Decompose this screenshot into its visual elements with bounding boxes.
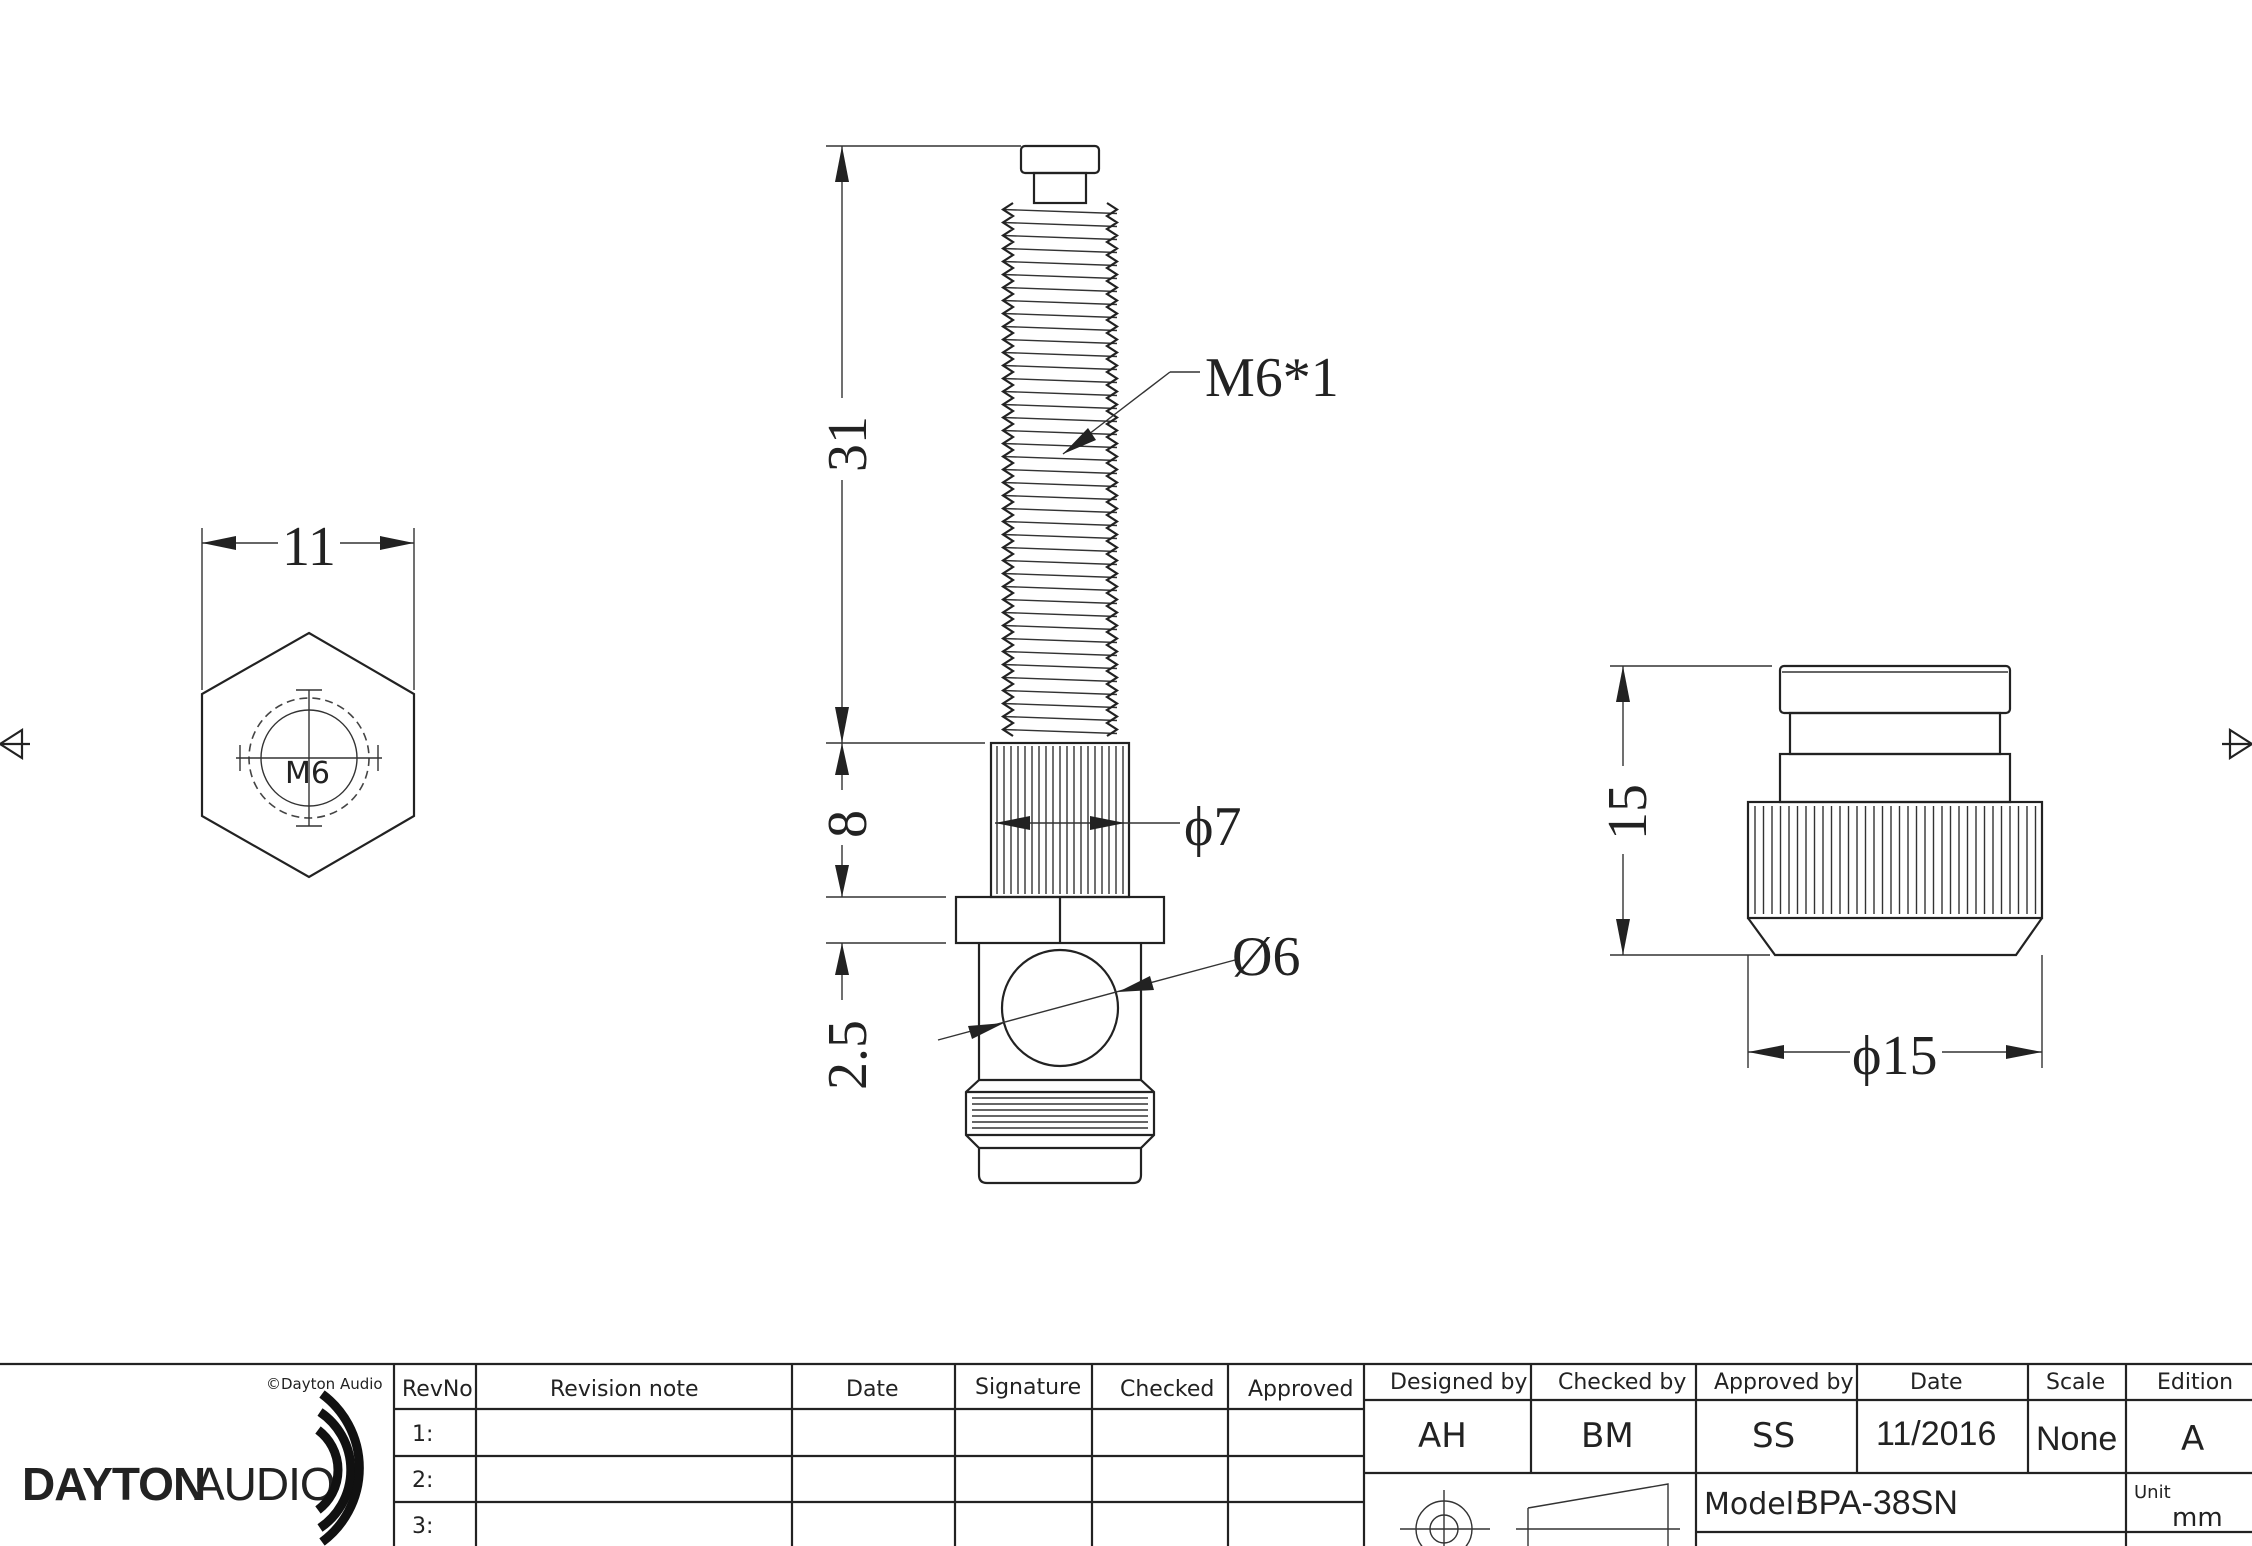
rev-number-3: 3: <box>412 1514 433 1539</box>
unit-value: mm <box>2172 1503 2223 1533</box>
approval-header-date: Date <box>1910 1370 1963 1395</box>
right-edge-marker <box>2222 727 2252 761</box>
knurl-length-dimension: 8 <box>817 810 879 838</box>
approval-header-edition: Edition <box>2157 1370 2233 1395</box>
approved-by-value: SS <box>1752 1416 1795 1456</box>
rev-header-revno: RevNo <box>402 1377 473 1402</box>
projection-symbol-icon <box>1400 1483 1680 1546</box>
thread-length-dimension: 31 <box>817 416 879 472</box>
checked-by-value: BM <box>1581 1416 1634 1456</box>
edition-value: A <box>2181 1419 2204 1459</box>
rev-header-approved: Approved <box>1248 1377 1354 1402</box>
approval-table: Designed by Checked by Approved by Date … <box>1364 1364 2252 1546</box>
scale-value: None <box>2036 1420 2117 1458</box>
copyright-label: ©Dayton Audio <box>266 1375 383 1393</box>
cap-view: 15 ϕ15 <box>1597 664 2044 1087</box>
approval-header-scale: Scale <box>2046 1370 2105 1395</box>
left-edge-marker <box>0 727 30 761</box>
approval-header-designed: Designed by <box>1390 1370 1527 1395</box>
model-label: Model: <box>1704 1487 1804 1522</box>
gap-dimension: 2.5 <box>817 1020 879 1090</box>
title-block: ©Dayton Audio DAYTON AUDIO RevNo Revisio… <box>0 1362 2252 1546</box>
rev-number-1: 1: <box>412 1422 433 1447</box>
designed-by-value: AH <box>1418 1416 1467 1456</box>
main-side-view: 31 8 2.5 M6*1 ϕ7 Ø6 <box>817 144 1339 1185</box>
logo-bold-text: DAYTON <box>22 1458 205 1510</box>
thread-spec-label: M6*1 <box>1205 347 1339 409</box>
lower-thread <box>972 1097 1148 1129</box>
approval-header-checked: Checked by <box>1558 1370 1686 1395</box>
cap-diameter-dimension: ϕ15 <box>1852 1025 1937 1087</box>
cap-height-dimension: 15 <box>1597 784 1659 840</box>
rev-header-date: Date <box>846 1377 899 1402</box>
date-value: 11/2016 <box>1876 1415 1996 1453</box>
hex-end-view: M6 11 <box>200 516 416 879</box>
hole-diameter-dimension: Ø6 <box>1232 926 1300 988</box>
thread-section <box>1000 202 1120 737</box>
rev-header-checked: Checked <box>1120 1377 1214 1402</box>
rev-number-2: 2: <box>412 1468 433 1493</box>
hex-thread-label: M6 <box>285 756 330 791</box>
rev-header-note: Revision note <box>550 1377 699 1402</box>
knurl-diameter-dimension: ϕ7 <box>1184 796 1241 858</box>
rev-header-signature: Signature <box>975 1375 1081 1400</box>
logo-light-text: AUDIO <box>194 1458 335 1510</box>
revision-table: RevNo Revision note Date Signature Check… <box>392 1364 1366 1546</box>
hex-width-dimension: 11 <box>282 516 336 578</box>
model-value: BPA-38SN <box>1796 1484 1958 1522</box>
dayton-audio-logo: DAYTON AUDIO <box>22 1390 364 1546</box>
approval-header-approved: Approved by <box>1714 1370 1854 1395</box>
unit-label: Unit <box>2134 1482 2171 1503</box>
cap-knurl <box>1754 806 2037 914</box>
knurl-section <box>996 746 1124 894</box>
